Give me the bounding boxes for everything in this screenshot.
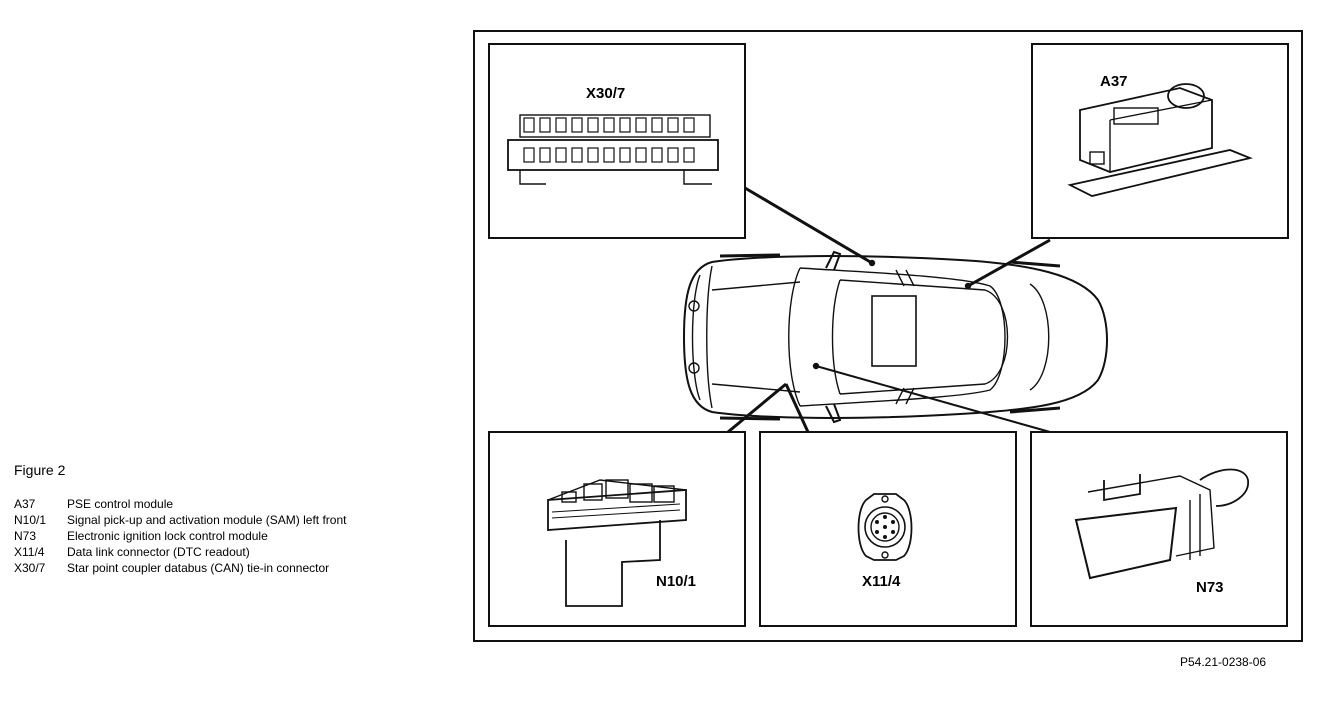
legend-code: A37 — [14, 497, 36, 511]
legend-description: Data link connector (DTC readout) — [67, 545, 250, 559]
legend-row-x30-7: X30/7 Star point coupler databus (CAN) t… — [14, 560, 454, 576]
label-a37: A37 — [1100, 73, 1128, 90]
legend-code: X11/4 — [14, 545, 45, 559]
legend-code: X30/7 — [14, 561, 46, 575]
legend-description: PSE control module — [67, 497, 174, 511]
figure-reference-code: P54.21-0238-06 — [1180, 655, 1267, 669]
car-top-view — [682, 250, 1108, 424]
legend-description: Signal pick-up and activation module (SA… — [67, 513, 347, 527]
inset-x30-7 — [488, 43, 746, 239]
label-x30-7: X30/7 — [586, 85, 625, 102]
legend-row-a37: A37 PSE control module — [14, 496, 454, 512]
legend-code: N10/1 — [14, 513, 47, 527]
inset-n10-1 — [488, 431, 746, 627]
leader-lines — [727, 186, 1051, 434]
legend-description: Electronic ignition lock control module — [67, 529, 268, 543]
legend-description: Star point coupler databus (CAN) tie-in … — [67, 561, 330, 575]
legend-row-n73: N73 Electronic ignition lock control mod… — [14, 528, 454, 544]
label-n10-1: N10/1 — [656, 573, 696, 590]
diagram-frame — [473, 30, 1303, 642]
label-x11-4: X11/4 — [862, 573, 901, 590]
inset-x11-4 — [759, 431, 1017, 627]
figure-title: Figure 2 — [14, 462, 66, 478]
inset-a37 — [1031, 43, 1289, 239]
legend-code: N73 — [14, 529, 37, 543]
legend-row-n10-1: N10/1 Signal pick-up and activation modu… — [14, 512, 454, 528]
inset-n73 — [1030, 431, 1288, 627]
legend-row-x11-4: X11/4 Data link connector (DTC readout) — [14, 544, 454, 560]
label-n73: N73 — [1196, 579, 1224, 596]
legend: Figure 2 A37 PSE control module N10/1 Si… — [14, 462, 454, 576]
